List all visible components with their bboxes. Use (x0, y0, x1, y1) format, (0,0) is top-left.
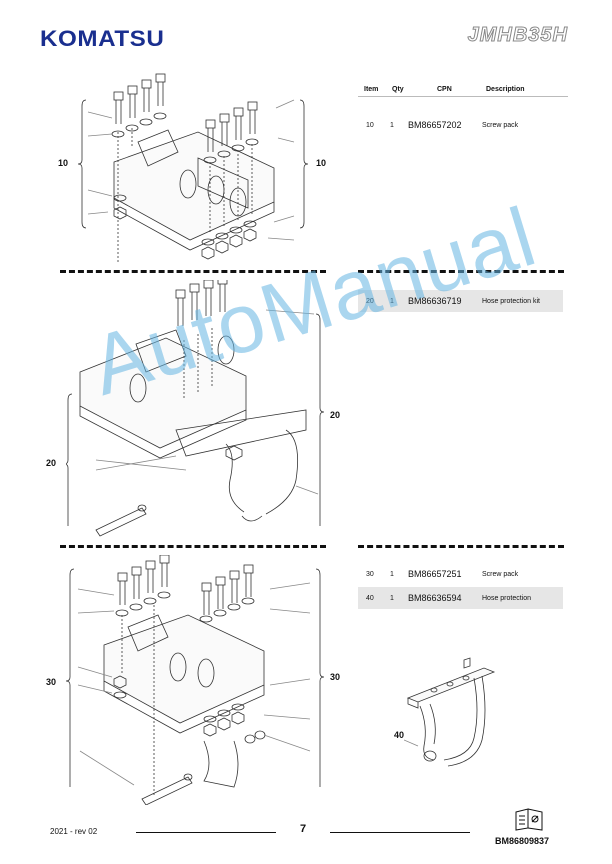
table-row: 30 1 BM86657251 Screw pack (358, 563, 563, 585)
row-qty: 1 (390, 595, 394, 602)
row-description: Hose protection (482, 595, 532, 602)
screw-pack-diagram-2 (65, 555, 325, 805)
page-number: 7 (300, 823, 307, 835)
callout-20-right: 20 (330, 410, 341, 420)
row-item: 10 (366, 122, 374, 129)
col-item: Item (364, 86, 379, 93)
row-item: 40 (366, 595, 374, 602)
callout-30-left: 30 (46, 677, 57, 687)
table-header-divider (358, 96, 568, 97)
row-description: Hose protection kit (482, 298, 540, 305)
document-number: BM86809837 (495, 836, 550, 846)
hose-protection-kit-diagram (66, 280, 325, 537)
callout-30-right: 30 (330, 672, 341, 682)
row-cpn: BM86636719 (408, 296, 462, 306)
komatsu-logo: KOMATSU (40, 26, 165, 51)
row-item: 20 (366, 298, 374, 305)
row-qty: 1 (390, 571, 394, 578)
callout-10-right: 10 (316, 158, 327, 168)
section-divider (358, 545, 564, 548)
manual-book-icon (515, 808, 543, 831)
hose-protection-diagram (404, 657, 496, 767)
row-qty: 1 (390, 122, 394, 129)
callout-40: 40 (394, 730, 405, 740)
table-row: 40 1 BM86636594 Hose protection (358, 587, 563, 609)
section-divider (60, 545, 326, 548)
row-cpn: BM86636594 (408, 593, 462, 603)
table-row: 20 1 BM86636719 Hose protection kit (358, 290, 563, 312)
section-divider (60, 270, 326, 273)
footer-rule-right (330, 832, 470, 833)
row-description: Screw pack (482, 122, 519, 129)
col-qty: Qty (392, 86, 404, 93)
row-description: Screw pack (482, 571, 519, 578)
model-name: JMHB35H (467, 24, 568, 47)
section-divider (358, 270, 564, 273)
row-qty: 1 (390, 298, 394, 305)
col-description: Description (486, 86, 525, 93)
row-cpn: BM86657202 (408, 120, 462, 130)
callout-10-left: 10 (58, 158, 69, 168)
revision-date: 2021 - rev 02 (50, 827, 98, 836)
screw-pack-diagram-1 (78, 73, 309, 262)
col-cpn: CPN (437, 86, 452, 93)
callout-20-left: 20 (46, 458, 57, 468)
row-cpn: BM86657251 (408, 569, 462, 579)
row-item: 30 (366, 571, 374, 578)
table-row: 10 1 BM86657202 Screw pack (358, 114, 563, 136)
footer-rule-left (136, 832, 276, 833)
